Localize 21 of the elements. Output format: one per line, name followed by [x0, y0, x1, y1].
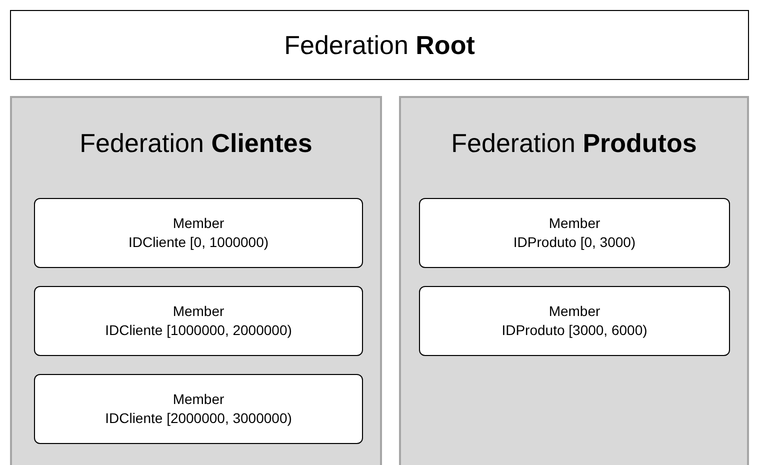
range-label: IDCliente [2000000, 3000000)	[105, 409, 292, 428]
range-label: IDCliente [0, 1000000)	[128, 233, 269, 252]
title-text: Federation Root	[284, 30, 475, 60]
member-box	[34, 286, 363, 356]
member-label: Member	[172, 390, 224, 409]
member-box	[34, 374, 363, 444]
federation-panel	[10, 96, 382, 465]
member-label: Member	[172, 214, 224, 233]
member-label: Member	[548, 302, 600, 321]
member-label: Member	[548, 214, 600, 233]
member-box	[419, 198, 730, 268]
panel-title: Federation Clientes	[78, 128, 314, 159]
root-box	[10, 10, 749, 80]
range-label: IDCliente [1000000, 2000000)	[105, 321, 292, 340]
member-label: Member	[172, 302, 224, 321]
member-box	[419, 286, 730, 356]
federation-panel	[399, 96, 749, 465]
range-label: IDProduto [0, 3000)	[513, 233, 636, 252]
range-label: IDProduto [3000, 6000)	[502, 321, 648, 340]
member-box	[34, 198, 363, 268]
panel-title: Federation Produtos	[450, 128, 698, 159]
